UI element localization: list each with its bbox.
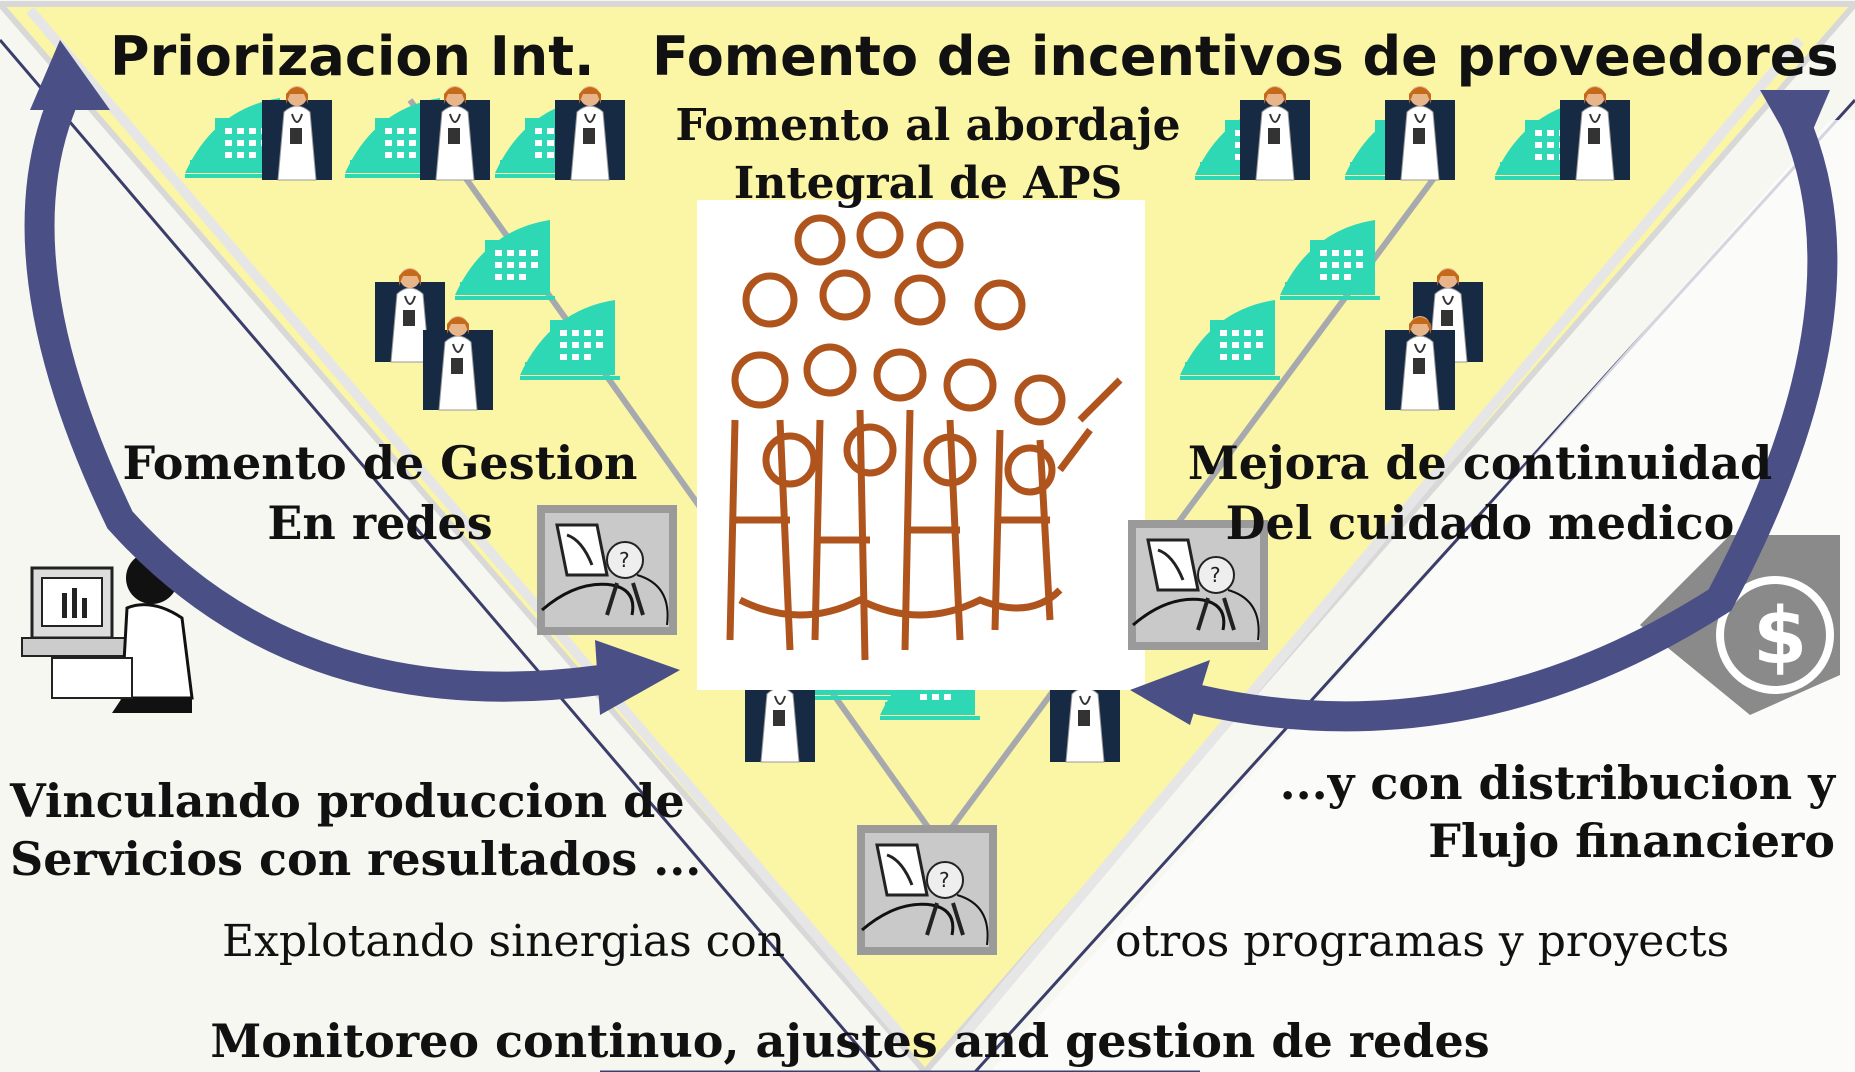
footer-title: Monitoreo continuo, ajustes and gestion … [210,1014,1490,1068]
right-title: Fomento de incentivos de proveedores [652,25,1839,88]
left-title: Priorizacion Int. [110,25,595,88]
crowd-icon [726,211,1123,661]
left-bottom-line1: Vinculando produccion de [10,774,685,828]
left-mid-line2: En redes [267,496,493,550]
right-bottom-line2: Flujo financiero [1428,814,1835,868]
svg-text:$: $ [1753,592,1807,682]
left-mid-line1: Fomento de Gestion [122,436,638,490]
synergy-left: Explotando sinergias con [222,916,786,967]
dollar-icon: $ [1640,535,1840,715]
right-bottom-line1: ...y con distribucion y [1279,756,1835,810]
synergy-right: otros programas y proyects [1115,916,1730,967]
computer-user-icon [21,552,194,713]
right-mid-line2: Del cuidado medico [1225,496,1735,550]
center-top-line2: Integral de APS [733,158,1123,209]
center-top-line1: Fomento al abordaje [675,100,1181,151]
left-bottom-line2: Servicios con resultados ... [10,832,702,886]
right-mid-line1: Mejora de continuidad [1187,436,1773,490]
